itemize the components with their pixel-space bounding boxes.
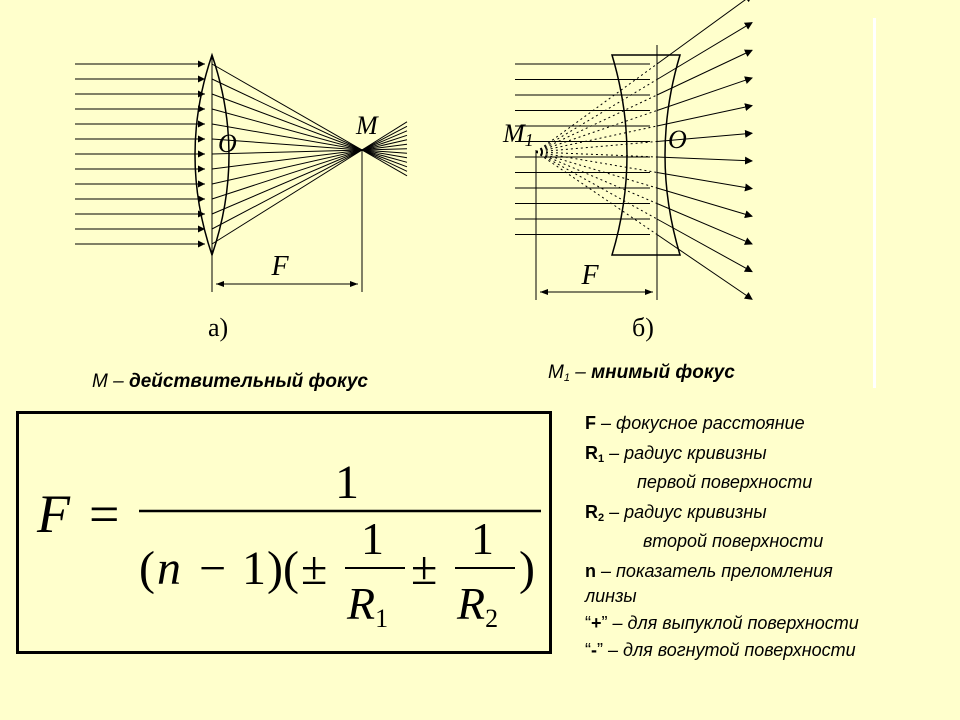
- refracted-ray: [211, 121, 408, 245]
- formula-paren-open: (: [139, 542, 155, 595]
- virtual-ray: [535, 141, 658, 153]
- refracted-ray: [211, 138, 408, 154]
- virtual-ray: [535, 151, 658, 235]
- formula-paren-close: ): [267, 542, 283, 595]
- converging-rays: [75, 60, 408, 248]
- refracted-ray: [211, 125, 408, 230]
- diverged-ray: [656, 172, 753, 192]
- refracted-ray: [211, 130, 408, 215]
- center-label-a: O: [218, 129, 237, 158]
- refracted-ray: [211, 143, 408, 170]
- figure-label-b: б): [632, 313, 654, 342]
- legend-n-cont: линзы: [585, 585, 637, 606]
- formula-equals: =: [89, 484, 119, 544]
- diverged-ray: [656, 203, 753, 245]
- figure-label-a: а): [208, 313, 228, 342]
- virtual-ray: [535, 151, 658, 220]
- virtual-ray: [535, 125, 658, 153]
- formula-minus: −: [199, 542, 226, 595]
- legend-plus: “+” – для выпуклой поверхности: [585, 612, 859, 633]
- refracted-ray: [211, 63, 408, 177]
- legend-r1: R1 – радиус кривизны: [585, 442, 767, 465]
- legend-f: F – фокусное расстояние: [585, 413, 805, 433]
- frac2-num: 1: [471, 513, 494, 564]
- virtual-ray: [535, 151, 658, 173]
- diverged-ray: [656, 103, 753, 127]
- legend-r2-cont: второй поверхности: [643, 531, 824, 551]
- diverging-rays: [515, 0, 753, 300]
- concave-lens: [610, 54, 682, 256]
- refracted-ray: [211, 123, 408, 159]
- diverged-ray: [656, 49, 753, 96]
- formula-pm-2: ±: [411, 542, 437, 595]
- refracted-ray: [211, 139, 408, 185]
- legend-minus: “-” – для вогнутой поверхности: [585, 639, 856, 660]
- refracted-ray: [211, 93, 408, 168]
- center-label-b: O: [668, 125, 687, 154]
- virtual-focus-caption: M1 – мнимый фокус: [548, 362, 735, 384]
- frac2-den: R2: [456, 578, 498, 633]
- diverged-ray: [656, 76, 753, 111]
- refracted-ray: [211, 78, 408, 172]
- diverged-ray: [656, 22, 753, 80]
- virtual-ray: [535, 94, 658, 153]
- virtual-ray: [535, 110, 658, 153]
- formula-n: n: [157, 542, 181, 595]
- divider-line: [873, 18, 876, 388]
- refracted-ray: [211, 108, 408, 163]
- formula-numerator: 1: [335, 456, 359, 509]
- diverged-ray: [656, 234, 753, 300]
- virtual-ray: [535, 79, 658, 153]
- focus-label-m: M: [355, 111, 379, 140]
- formula-paren-open-2: (: [283, 542, 299, 595]
- legend-r2: R2 – радиус кривизны: [585, 501, 767, 524]
- formula-one: 1: [242, 542, 266, 595]
- legend-n: n – показатель преломления: [585, 560, 833, 581]
- refracted-ray: [211, 134, 408, 200]
- legend: F – фокусное расстояние R1 – радиус крив…: [585, 409, 955, 665]
- diverged-ray: [656, 0, 753, 65]
- real-focus-caption: M – действительный фокус: [92, 371, 368, 392]
- formula-pm-1: ±: [301, 542, 327, 595]
- virtual-ray: [535, 151, 658, 158]
- diverged-ray: [656, 218, 753, 273]
- virtual-ray: [535, 151, 658, 189]
- refracted-ray: [211, 148, 408, 155]
- diverged-ray: [656, 129, 753, 142]
- focal-length-label-a: F: [270, 251, 289, 282]
- formula-paren-close-2: ): [519, 542, 535, 595]
- frac1-num: 1: [361, 513, 384, 564]
- formula-lhs: F: [36, 484, 71, 544]
- focal-length-label-b: F: [580, 260, 599, 291]
- frac1-den: R1: [346, 578, 388, 633]
- legend-r1-cont: первой поверхности: [637, 472, 813, 492]
- focal-length-formula: F = 1 ( n − 1 ) ( ± 1 R1 ± 1 R2 ): [16, 411, 552, 654]
- diverged-ray: [656, 156, 753, 165]
- virtual-extensions: [535, 63, 658, 235]
- virtual-ray: [535, 151, 658, 204]
- focus-label-m1: M1: [502, 119, 534, 150]
- lens-diagram: F O M а) F O M1 б): [75, 0, 753, 342]
- diverged-ray: [656, 187, 753, 219]
